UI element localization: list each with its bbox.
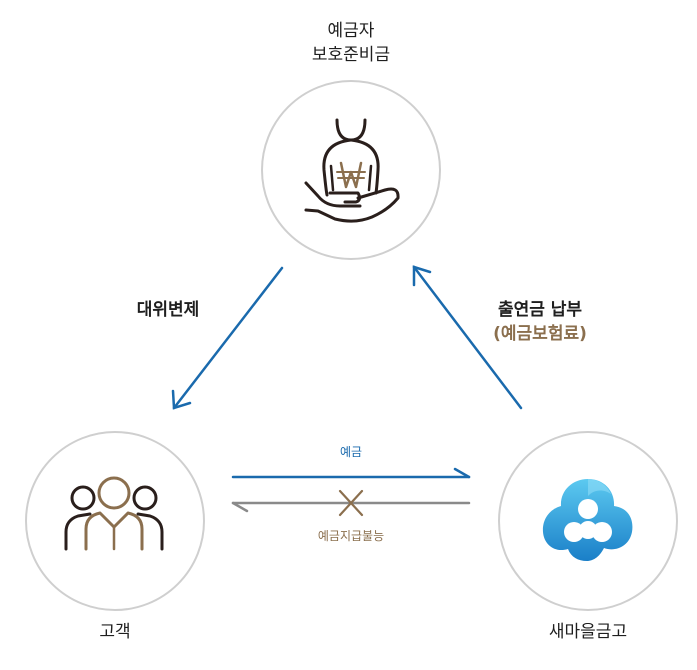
right-node-circle — [498, 431, 678, 611]
right-edge-label-line1: 출연금 납부 — [497, 300, 583, 320]
right-edge-label: 출연금 납부 (예금보험료) — [470, 298, 610, 346]
cross-icon — [338, 489, 364, 517]
people-group-icon — [64, 476, 164, 551]
left-node-circle — [25, 431, 205, 611]
top-node-label: 예금자 보호준비금 — [296, 19, 406, 67]
left-node-label: 고객 — [99, 622, 131, 642]
money-bag-in-hand-icon — [304, 118, 400, 223]
cloud-logo-icon — [542, 479, 633, 561]
payment-failure-label: 예금지급불능 — [317, 529, 385, 543]
right-node-label: 새마을금고 — [548, 622, 628, 642]
top-node-label-line2: 보호준비금 — [311, 45, 391, 65]
right-edge-label-line2: (예금보험료) — [493, 324, 587, 344]
left-edge-arrow — [171, 266, 284, 410]
left-edge-label: 대위변제 — [136, 300, 200, 320]
deposit-label: 예금 — [339, 445, 363, 459]
top-node-circle — [261, 80, 441, 260]
top-node-label-line1: 예금자 — [327, 21, 375, 41]
right-edge-arrow — [412, 265, 523, 410]
deposit-arrow — [231, 467, 471, 479]
